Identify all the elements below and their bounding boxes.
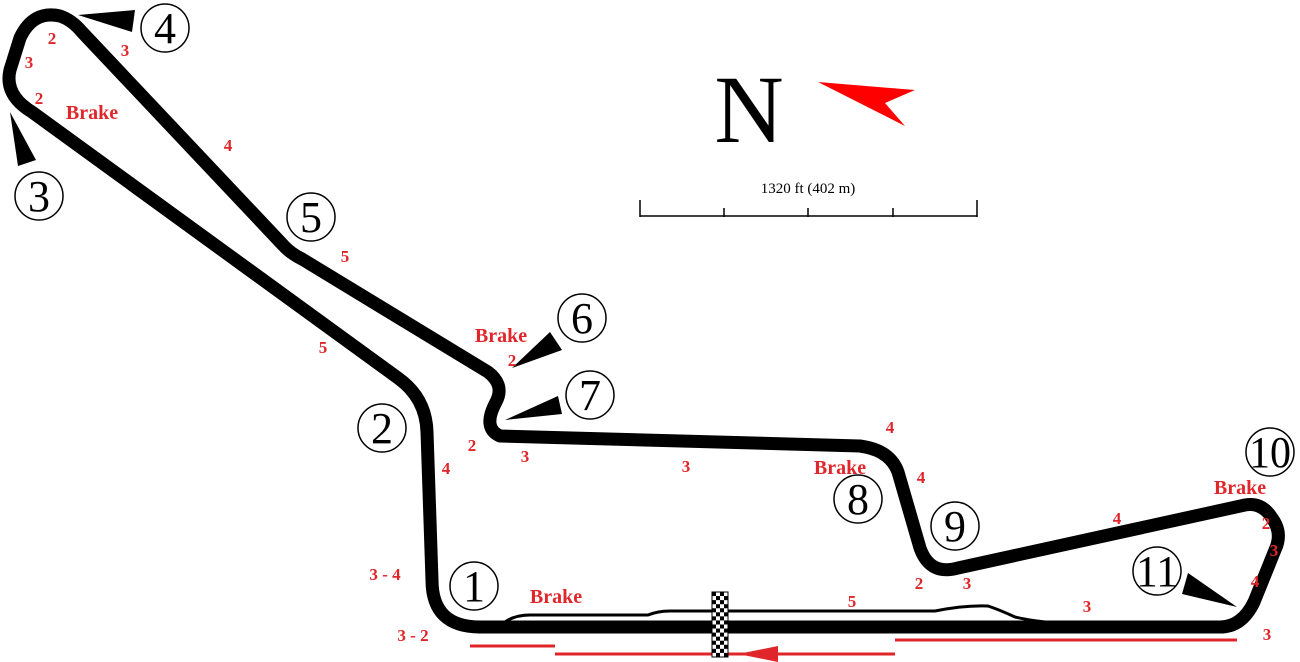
- turn-marker-7: 7: [565, 370, 615, 420]
- gear-label: 4: [1251, 572, 1260, 591]
- brake-label: Brake: [814, 457, 866, 479]
- north-label: N: [714, 56, 783, 163]
- svg-text:11: 11: [1136, 547, 1178, 596]
- north-arrow-icon: [818, 82, 915, 126]
- gear-label: 3 - 2: [397, 626, 428, 645]
- brake-label: Brake: [66, 102, 118, 124]
- brake-label: Brake: [530, 586, 582, 608]
- turn-marker-1: 1: [449, 561, 499, 611]
- gear-label: 3: [682, 457, 691, 476]
- turn-7-pointer: [505, 396, 562, 420]
- gear-label: 2: [915, 574, 924, 593]
- turn-marker-10: 10: [1245, 427, 1295, 477]
- gear-label: 3: [521, 447, 530, 466]
- turn-marker-2: 2: [357, 403, 407, 453]
- turn-marker-3: 3: [14, 171, 64, 221]
- race-track: [2, 8, 1285, 634]
- brake-label: Brake: [475, 325, 527, 347]
- gear-label: 2: [1262, 514, 1271, 533]
- brake-label: Brake: [1214, 477, 1266, 499]
- turn-marker-11: 11: [1132, 546, 1182, 596]
- checkered-flag-icon: [711, 591, 729, 658]
- scale-label: 1320 ft (402 m): [761, 181, 856, 197]
- svg-text:5: 5: [300, 193, 322, 242]
- turn-marker-5: 5: [286, 192, 336, 242]
- gear-label: 5: [848, 592, 857, 611]
- gear-label: 3: [121, 41, 130, 60]
- gear-label: 2: [35, 89, 44, 108]
- gear-label: 4: [917, 468, 926, 487]
- turn-4-pointer: [78, 10, 135, 32]
- gear-label: 4: [442, 459, 451, 478]
- turn-marker-9: 9: [930, 501, 980, 551]
- turn-marker-8: 8: [833, 474, 883, 524]
- gear-label: 4: [224, 136, 233, 155]
- gear-label: 3: [1083, 597, 1092, 616]
- gear-label: 2: [48, 29, 57, 48]
- svg-text:6: 6: [571, 294, 593, 343]
- gear-label: 4: [886, 418, 895, 437]
- svg-text:3: 3: [28, 172, 50, 221]
- gear-label: 3: [963, 574, 972, 593]
- scale-bar: [639, 200, 978, 217]
- gear-label: 4: [1113, 509, 1122, 528]
- turn-marker-4: 4: [140, 3, 190, 53]
- svg-text:2: 2: [371, 404, 393, 453]
- gear-label: 3: [1270, 541, 1279, 560]
- gear-label: 3 - 4: [369, 565, 401, 584]
- svg-text:1: 1: [463, 562, 485, 611]
- turn-6-pointer: [512, 332, 562, 368]
- gear-label: 3: [25, 53, 34, 72]
- turn-11-pointer: [1182, 573, 1237, 607]
- gear-label: 5: [341, 247, 350, 266]
- svg-text:4: 4: [154, 4, 176, 53]
- pit-lane: [504, 604, 1081, 626]
- svg-text:10: 10: [1249, 428, 1291, 477]
- svg-text:9: 9: [944, 502, 966, 551]
- turn-3-pointer: [10, 112, 36, 166]
- svg-text:7: 7: [579, 371, 601, 420]
- svg-text:8: 8: [847, 475, 869, 524]
- turn-marker-6: 6: [557, 293, 607, 343]
- gear-label: 5: [319, 338, 328, 357]
- gear-label: 2: [508, 351, 517, 370]
- gear-label: 3: [1263, 625, 1272, 644]
- gear-label: 2: [468, 436, 477, 455]
- direction-arrow-icon: [738, 646, 778, 662]
